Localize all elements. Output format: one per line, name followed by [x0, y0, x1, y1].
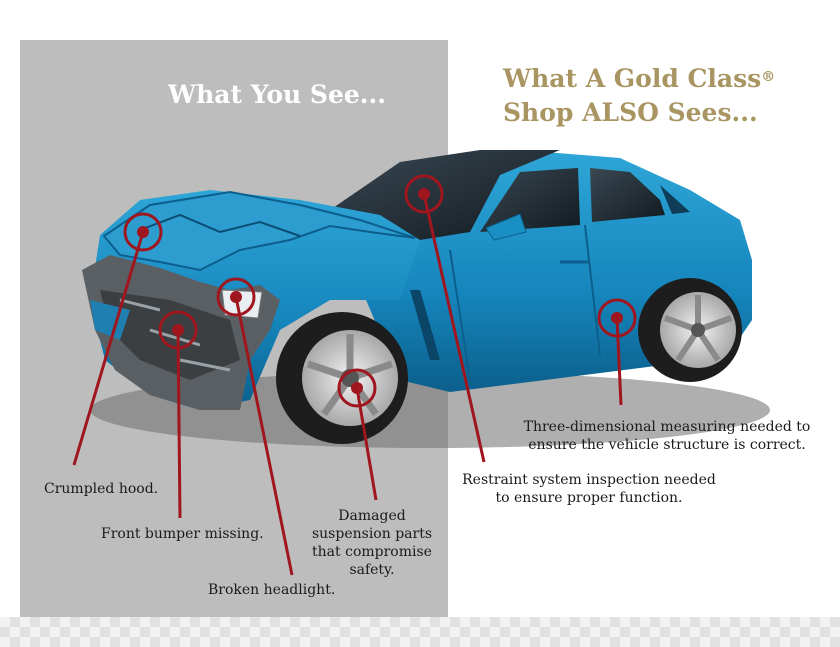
heading-what-you-see: What You See...	[168, 80, 386, 109]
callout-marker-suspension	[337, 368, 377, 408]
callout-marker-hood	[123, 212, 163, 252]
callout-label-restraint: Restraint system inspection needed to en…	[462, 472, 716, 506]
callout-label-suspension: Damaged suspension parts that compromise…	[311, 508, 433, 578]
callout-label-hood: Crumpled hood.	[44, 481, 159, 497]
callout-label-headlight: Broken headlight.	[208, 582, 336, 598]
transparency-checker-strip	[0, 617, 840, 647]
registered-mark: ®	[761, 69, 776, 85]
callout-label-measuring: Three-dimensional measuring needed to en…	[523, 419, 811, 453]
callout-label-bumper: Front bumper missing.	[101, 526, 264, 542]
callout-marker-restraint	[404, 174, 444, 214]
heading-gold-class-line1: What A Gold Class	[503, 64, 762, 93]
heading-gold-class: What A Gold Class® Shop ALSO Sees...	[503, 62, 775, 130]
callout-marker-measuring	[597, 298, 637, 338]
callout-marker-bumper	[158, 310, 198, 350]
heading-gold-class-line2: Shop ALSO Sees...	[503, 98, 758, 127]
callout-marker-headlight	[216, 277, 256, 317]
